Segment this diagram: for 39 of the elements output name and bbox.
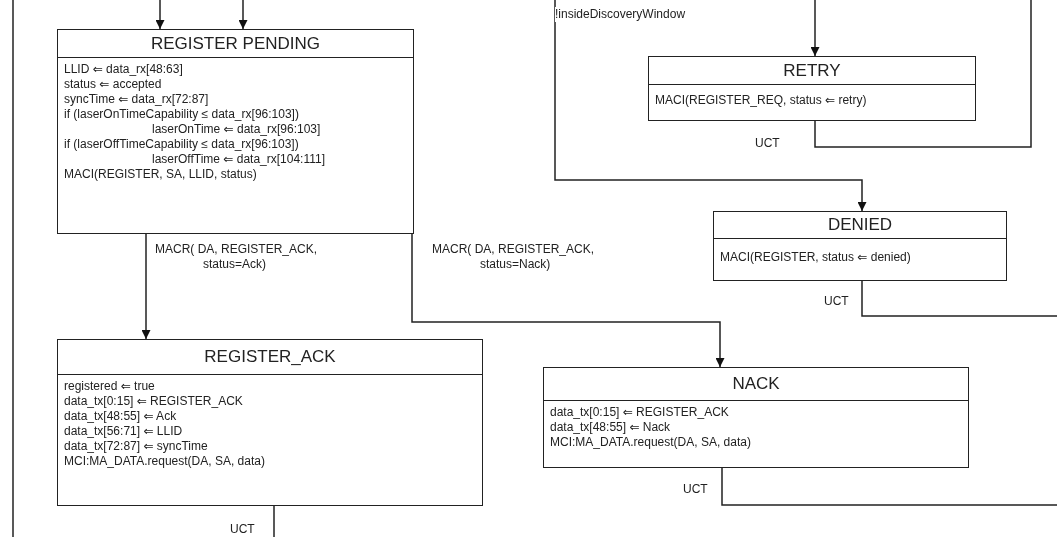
state-action-text: laserOnTime ⇐ data_rx[96:103] [152, 122, 321, 137]
state-action-text: if (laserOnTimeCapability ≤ data_rx[96:103]) [64, 107, 299, 122]
connector-line [721, 467, 1057, 506]
state-box [57, 29, 414, 234]
arrow [554, 0, 867, 212]
state-action-text: data_tx[0:15] ⇐ REGISTER_ACK [64, 394, 243, 409]
state-name: RETRY [783, 60, 841, 81]
state-action-text: status ⇐ accepted [64, 77, 162, 92]
arrow [411, 233, 725, 368]
arrow [141, 233, 151, 340]
arrow [810, 0, 820, 57]
state-action-text: syncTime ⇐ data_rx[72:87] [64, 92, 209, 107]
connector-line [861, 280, 1057, 317]
state-name: DENIED [827, 215, 893, 235]
state-action-text: if (laserOffTimeCapability ≤ data_rx[96:103]) [64, 137, 299, 152]
state-box [713, 211, 1007, 281]
arrow [238, 0, 248, 30]
state-action-text: MCI:MA_DATA.request(DA, SA, data) [64, 454, 265, 469]
state-action-text: data_tx[72:87] ⇐ syncTime [64, 439, 208, 454]
state-box [648, 56, 976, 121]
state-action-text: MACI(REGISTER, status ⇐ denied) [720, 250, 911, 265]
state-action-text: data_tx[0:15] ⇐ REGISTER_ACK [550, 405, 729, 420]
state-name: REGISTER PENDING [150, 33, 321, 54]
state-box [57, 339, 483, 506]
connector-line [273, 505, 275, 537]
state-box [543, 367, 969, 468]
state-action-text: data_tx[56:71] ⇐ LLID [64, 424, 183, 439]
state-name: NACK [732, 374, 780, 394]
state-action-text: laserOffTime ⇐ data_rx[104:111] [152, 152, 326, 167]
state-action-text: registered ⇐ true [64, 379, 155, 394]
state-action-text: LLID ⇐ data_rx[48:63] [64, 62, 183, 77]
state-action-text: MACI(REGISTER_REQ, status ⇐ retry) [655, 93, 867, 108]
state-action-text: data_tx[48:55] ⇐ Nack [550, 420, 671, 435]
connector-line [814, 0, 1032, 148]
arrow [155, 0, 165, 30]
state-name: REGISTER_ACK [204, 347, 336, 367]
state-action-text: MCI:MA_DATA.request(DA, SA, data) [550, 435, 751, 450]
state-action-text: data_tx[48:55] ⇐ Ack [64, 409, 177, 424]
state-action-text: MACI(REGISTER, SA, LLID, status) [64, 167, 257, 182]
